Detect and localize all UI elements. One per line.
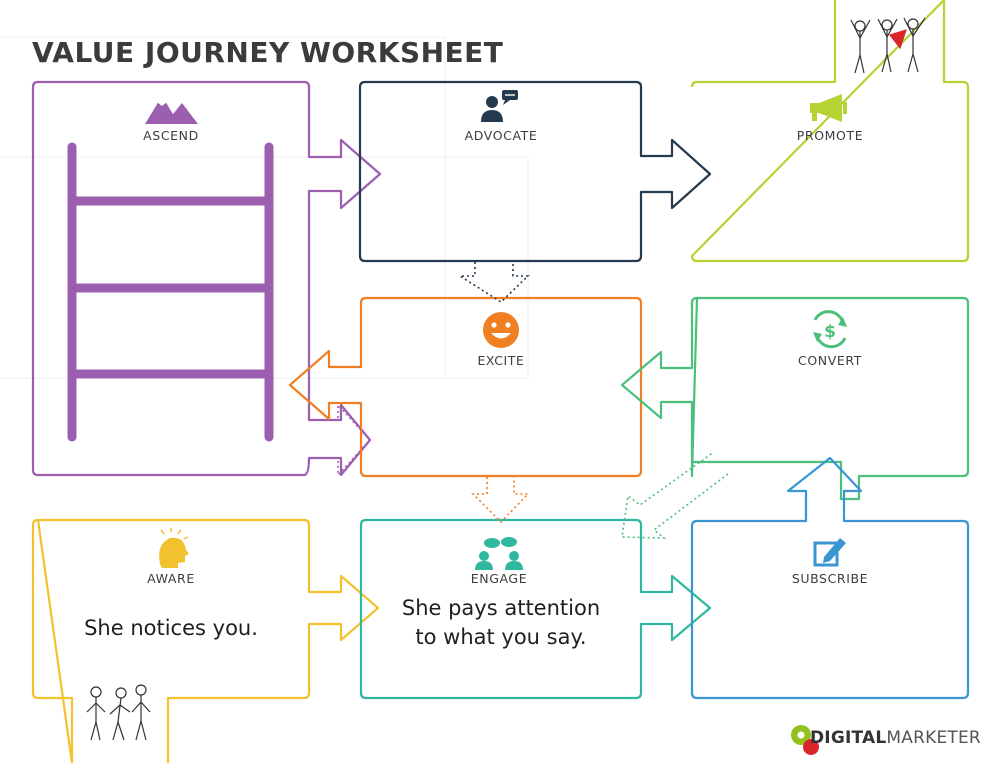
- mountains-icon: [145, 96, 198, 124]
- ascend-to-excite-arrow: [310, 402, 372, 478]
- stage-engage: [359, 518, 712, 700]
- stage-label-advocate: ADVOCATE: [464, 128, 538, 143]
- stage-promote: [690, 0, 970, 263]
- engage-note-line-2: to what you say.: [415, 625, 587, 649]
- dotted-connectors: [310, 262, 729, 539]
- stage-label-promote: PROMOTE: [796, 128, 864, 143]
- dollar-cycle-icon: $: [813, 310, 847, 349]
- stage-label-excite: EXCITE: [477, 353, 525, 368]
- smiley-face-icon: [483, 312, 519, 348]
- stage-label-engage: ENGAGE: [470, 571, 528, 586]
- excite-to-engage-arrow: [471, 477, 530, 524]
- aware-note: She notices you.: [84, 616, 258, 640]
- megaphone-icon: [810, 94, 847, 122]
- ladder-graphic: [67, 142, 274, 442]
- stage-label-subscribe: SUBSCRIBE: [791, 571, 869, 586]
- stage-label-convert: CONVERT: [798, 353, 862, 368]
- brand-word-marketer: MARKETER: [886, 728, 981, 748]
- lightbulb-head-icon: [159, 528, 189, 568]
- advocate-to-excite-arrow: [457, 262, 530, 304]
- svg-text:$: $: [824, 322, 836, 342]
- stage-ascend: [31, 80, 382, 477]
- convert-to-engage-arrow: [621, 451, 729, 539]
- brand-word-digital: DIGITAL: [810, 728, 887, 748]
- cheering-figures-illustration: [850, 17, 926, 74]
- stage-advocate: [358, 80, 712, 263]
- digital-marketer-logo-icon: [791, 725, 819, 755]
- engage-note-line-1: She pays attention: [401, 596, 601, 620]
- edit-form-icon: [813, 538, 846, 567]
- stage-label-ascend: ASCEND: [143, 128, 199, 143]
- page-title: VALUE JOURNEY WORKSHEET: [32, 36, 504, 69]
- people-conversation-icon: [475, 537, 523, 570]
- stage-convert: $: [620, 296, 970, 501]
- background-frames: [0, 36, 529, 379]
- stage-aware: [31, 518, 380, 763]
- walking-figures-illustration: [86, 684, 151, 741]
- stage-excite: [288, 296, 643, 478]
- stage-subscribe: [690, 456, 970, 700]
- stage-label-aware: AWARE: [147, 571, 195, 586]
- brand-wordmark: DIGITALMARKETER: [810, 728, 981, 748]
- person-speech-bubble-icon: [481, 90, 518, 122]
